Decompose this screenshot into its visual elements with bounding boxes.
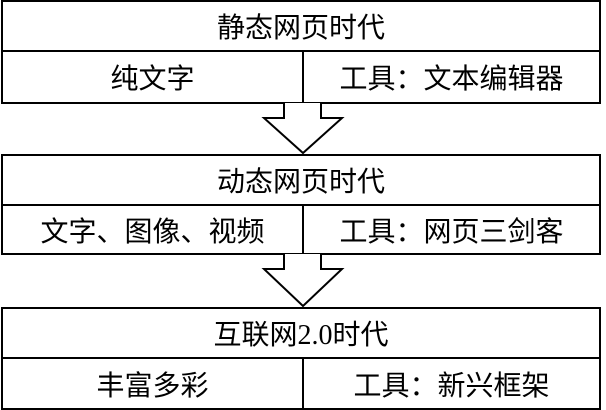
- down-arrow-icon: [261, 102, 345, 155]
- stage-title: 互联网2.0时代: [3, 309, 599, 359]
- stage-box-web2: 互联网2.0时代 丰富多彩 工具：新兴框架: [1, 307, 601, 410]
- stage-title: 动态网页时代: [3, 156, 599, 206]
- down-arrow-icon: [261, 253, 345, 308]
- stage-content: 文字、图像、视频: [3, 206, 304, 253]
- stage-title: 静态网页时代: [3, 2, 599, 52]
- stage-tools: 工具：文本编辑器: [339, 64, 564, 95]
- stage-tools: 工具：新兴框架: [353, 370, 550, 402]
- stage-box-static: 静态网页时代 纯文字 工具：文本编辑器: [1, 0, 601, 104]
- stage-content: 丰富多彩: [3, 359, 304, 408]
- stage-content: 纯文字: [3, 52, 304, 102]
- stage-tools: 工具：网页三剑客: [339, 216, 564, 248]
- stage-box-dynamic: 动态网页时代 文字、图像、视频 工具：网页三剑客: [1, 154, 601, 255]
